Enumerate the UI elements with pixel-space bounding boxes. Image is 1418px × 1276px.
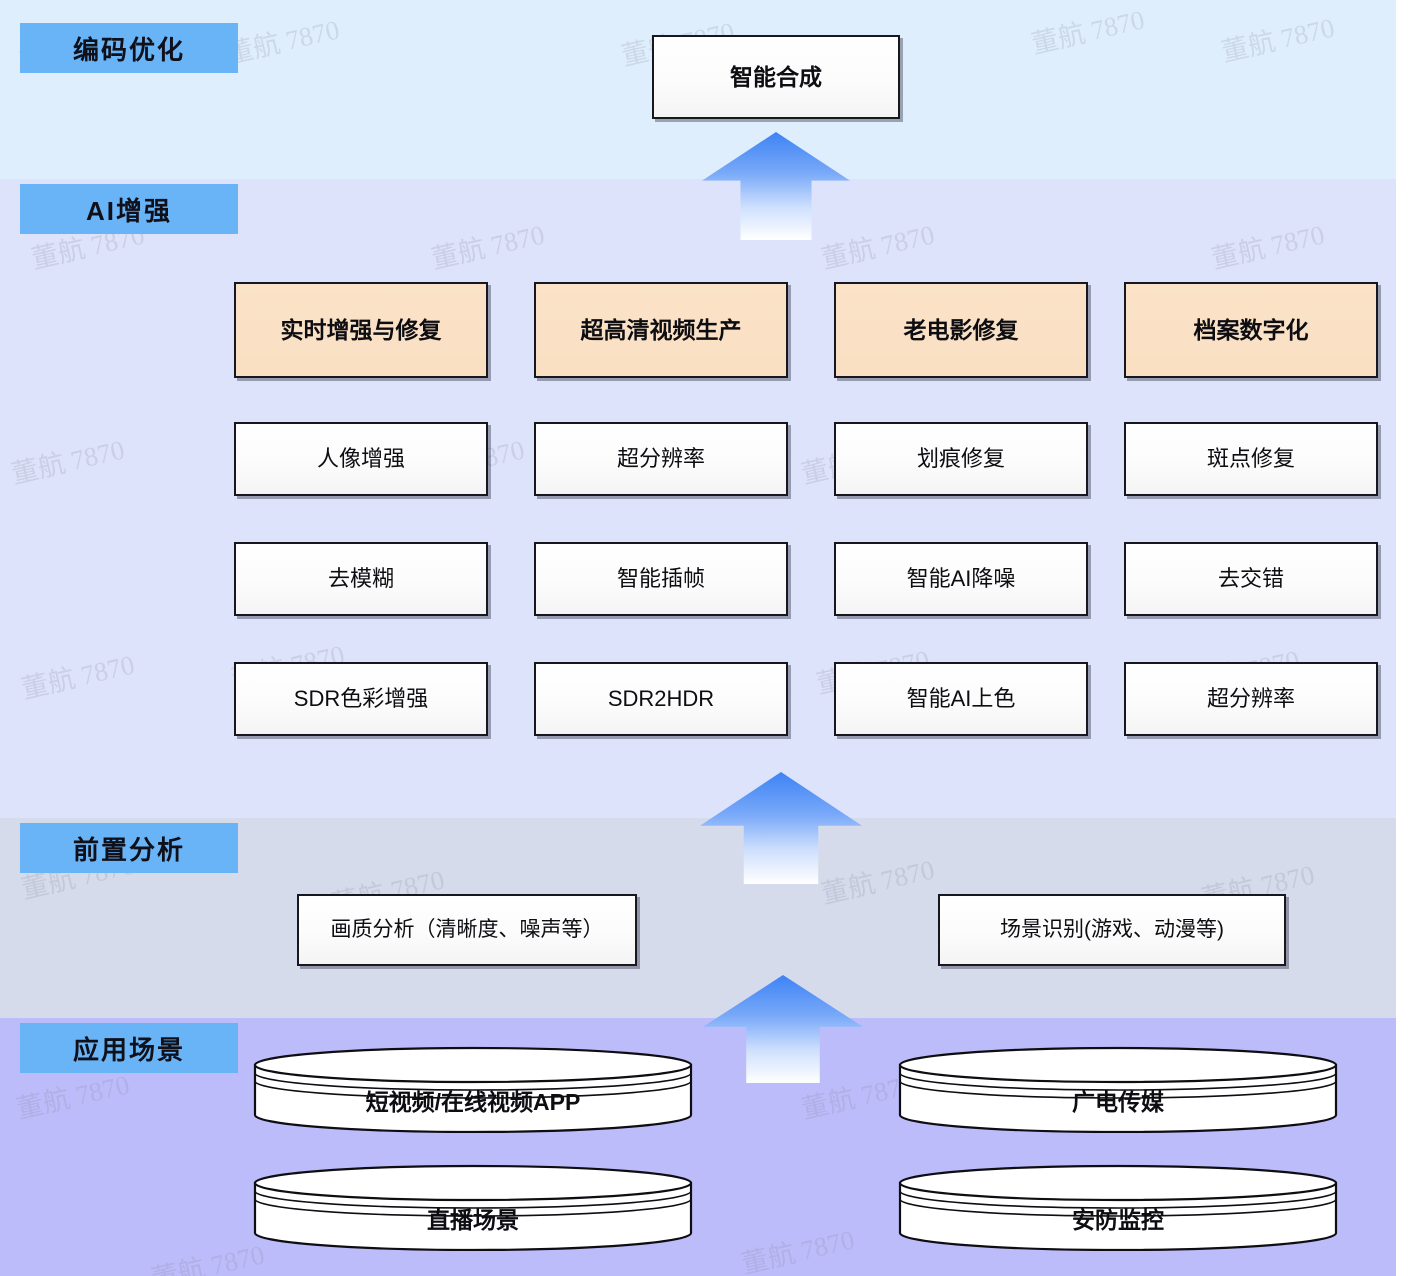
box-label: 超高清视频生产: [580, 316, 742, 343]
cylinder-label: 广电传媒: [1072, 1089, 1164, 1115]
box-label: 智能AI降噪: [906, 566, 1016, 592]
box-label: 去交错: [1217, 566, 1284, 592]
box-label: 去模糊: [327, 566, 394, 592]
cylinder-icon: [898, 1164, 1338, 1251]
ai-column-header-old-film-restoration[interactable]: 老电影修复: [834, 282, 1088, 378]
box-label: 老电影修复: [903, 316, 1019, 343]
stage-label-text: AI增强: [85, 195, 172, 226]
stage-label-application-scenarios[interactable]: 应用场景: [20, 1023, 238, 1073]
box-label: 超分辨率: [616, 446, 705, 472]
stage-label-text: 前置分析: [72, 834, 185, 865]
cylinder-icon: [898, 1046, 1338, 1133]
box-intelligent-synthesis[interactable]: 智能合成: [652, 35, 900, 119]
ai-item[interactable]: 去交错: [1124, 542, 1378, 616]
stage-label-pre-analysis[interactable]: 前置分析: [20, 823, 238, 873]
box-label: 划痕修复: [916, 446, 1005, 472]
box-label: 智能插帧: [616, 566, 705, 592]
ai-item[interactable]: 人像增强: [234, 422, 488, 496]
box-label: 场景识别(游戏、动漫等): [1000, 917, 1224, 941]
ai-column-header-archive-digitization[interactable]: 档案数字化: [1124, 282, 1378, 378]
ai-item[interactable]: 智能AI上色: [834, 662, 1088, 736]
box-label: SDR2HDR: [607, 686, 715, 712]
cylinder-security-surveillance[interactable]: 安防监控: [898, 1155, 1338, 1251]
cylinder-short-video-app[interactable]: 短视频/在线视频APP: [253, 1037, 693, 1133]
box-label: SDR色彩增强: [293, 686, 429, 712]
cylinder-label: 短视频/在线视频APP: [365, 1089, 581, 1115]
ai-item[interactable]: 划痕修复: [834, 422, 1088, 496]
box-label: 画质分析（清晰度、噪声等）: [330, 917, 604, 941]
box-label: 实时增强与修复: [280, 316, 442, 343]
ai-item[interactable]: 斑点修复: [1124, 422, 1378, 496]
ai-item[interactable]: 去模糊: [234, 542, 488, 616]
stage-label-ai-enhancement[interactable]: AI增强: [20, 184, 238, 234]
ai-item[interactable]: SDR2HDR: [534, 662, 788, 736]
box-label: 超分辨率: [1206, 686, 1295, 712]
cylinder-icon: [253, 1164, 693, 1251]
cylinder-label: 安防监控: [1072, 1207, 1164, 1233]
stage-label-encoding-optimization[interactable]: 编码优化: [20, 23, 238, 73]
box-label: 斑点修复: [1206, 446, 1295, 472]
ai-item[interactable]: 智能插帧: [534, 542, 788, 616]
ai-column-header-realtime-enhancement[interactable]: 实时增强与修复: [234, 282, 488, 378]
stage-label-text: 编码优化: [72, 34, 185, 65]
cylinder-icon: [253, 1046, 693, 1133]
box-label: 智能AI上色: [906, 686, 1016, 712]
box-label: 智能合成: [730, 63, 822, 90]
cylinder-live-streaming[interactable]: 直播场景: [253, 1155, 693, 1251]
ai-item[interactable]: 超分辨率: [534, 422, 788, 496]
box-scene-recognition[interactable]: 场景识别(游戏、动漫等): [938, 894, 1286, 966]
stage-label-text: 应用场景: [72, 1034, 185, 1065]
ai-item[interactable]: 智能AI降噪: [834, 542, 1088, 616]
ai-item[interactable]: 超分辨率: [1124, 662, 1378, 736]
cylinder-broadcast-media[interactable]: 广电传媒: [898, 1037, 1338, 1133]
box-label: 人像增强: [316, 446, 405, 472]
ai-item[interactable]: SDR色彩增强: [234, 662, 488, 736]
box-label: 档案数字化: [1193, 316, 1309, 343]
cylinder-label: 直播场景: [427, 1207, 519, 1233]
ai-column-header-uhd-production[interactable]: 超高清视频生产: [534, 282, 788, 378]
box-quality-analysis[interactable]: 画质分析（清晰度、噪声等）: [297, 894, 637, 966]
